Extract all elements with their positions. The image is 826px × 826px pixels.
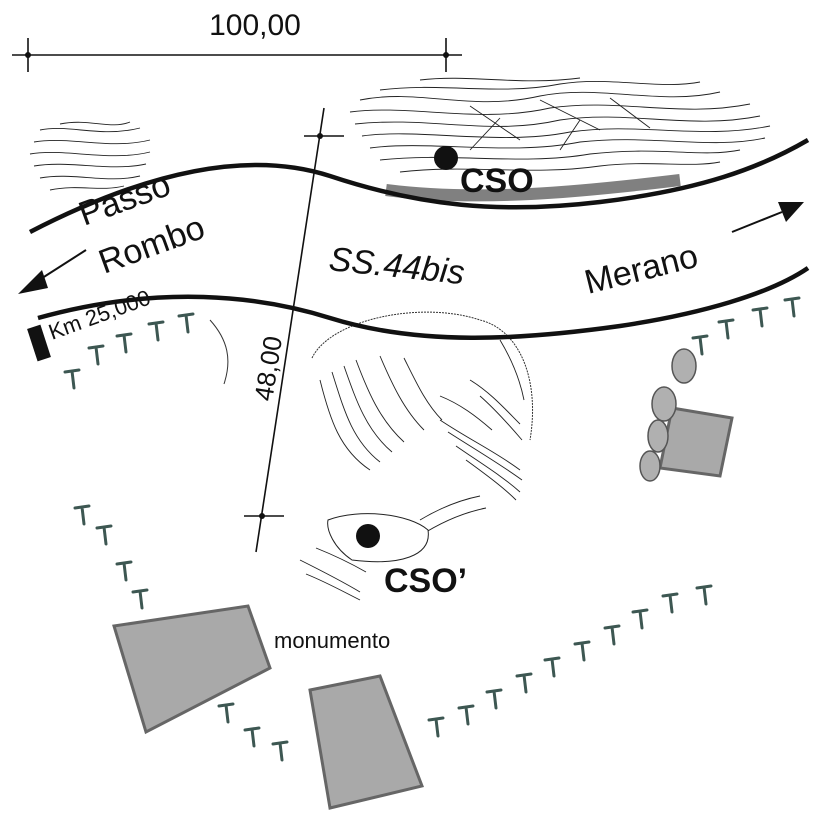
- arrow-right-icon: [731, 202, 804, 233]
- station-cso-prime-icon: [356, 524, 380, 548]
- tree-icon: [485, 688, 503, 710]
- tree-icon: [115, 560, 133, 582]
- tree-icon: [691, 334, 709, 356]
- tree-icon: [177, 312, 195, 334]
- station-cso-prime-label: CSO’: [384, 562, 467, 600]
- tree-icon: [131, 588, 149, 610]
- tree-icon: [147, 320, 165, 342]
- station-cso-label: CSO: [460, 162, 534, 200]
- road-edge-south: [37, 266, 810, 340]
- tree-icon: [87, 344, 105, 366]
- curb-arc-left: [209, 319, 229, 385]
- tree-icon: [115, 332, 133, 354]
- tree-icon: [603, 624, 621, 646]
- tree-icon: [95, 524, 113, 546]
- tree-icon: [73, 504, 91, 526]
- dimension-horizontal-label: 100,00: [209, 9, 301, 42]
- tree-icon: [243, 726, 261, 748]
- tree-icon: [543, 656, 561, 678]
- terrain-hatching-left: [29, 121, 151, 191]
- tree-icon: [427, 716, 445, 738]
- direction-right-label: Merano: [581, 237, 702, 302]
- tree-icon: [217, 702, 235, 724]
- building-south: [308, 674, 425, 810]
- arrow-left-icon: [18, 249, 87, 294]
- monument-label: monumento: [274, 628, 390, 653]
- pavement-strip: [385, 174, 681, 202]
- km-marker-post-icon: [27, 324, 51, 362]
- station-cso-icon: [434, 146, 458, 170]
- km-marker-label: Km 25,000: [45, 285, 154, 345]
- terrain-hatching-top: [349, 77, 771, 173]
- tree-icon: [695, 584, 713, 606]
- embankment-outline: [311, 311, 534, 441]
- terrain-hatching-center: [299, 339, 525, 601]
- tree-icon: [717, 318, 735, 340]
- tree-symbols: [63, 296, 801, 762]
- tree-icon: [751, 306, 769, 328]
- building-southwest: [112, 604, 272, 735]
- tree-icon: [783, 296, 801, 318]
- road-name-label: SS.44bis: [327, 240, 466, 292]
- tree-icon: [661, 592, 679, 614]
- tree-icon: [573, 640, 591, 662]
- dimension-horizontal: 100,00: [12, 9, 462, 72]
- tree-icon: [631, 608, 649, 630]
- dimension-vertical-label: 48,00: [248, 334, 288, 403]
- tree-icon: [271, 740, 289, 762]
- tree-icon: [457, 704, 475, 726]
- stone-wall: [639, 348, 697, 482]
- tree-icon: [515, 672, 533, 694]
- road-edge-north: [28, 138, 810, 234]
- tree-icon: [63, 368, 81, 390]
